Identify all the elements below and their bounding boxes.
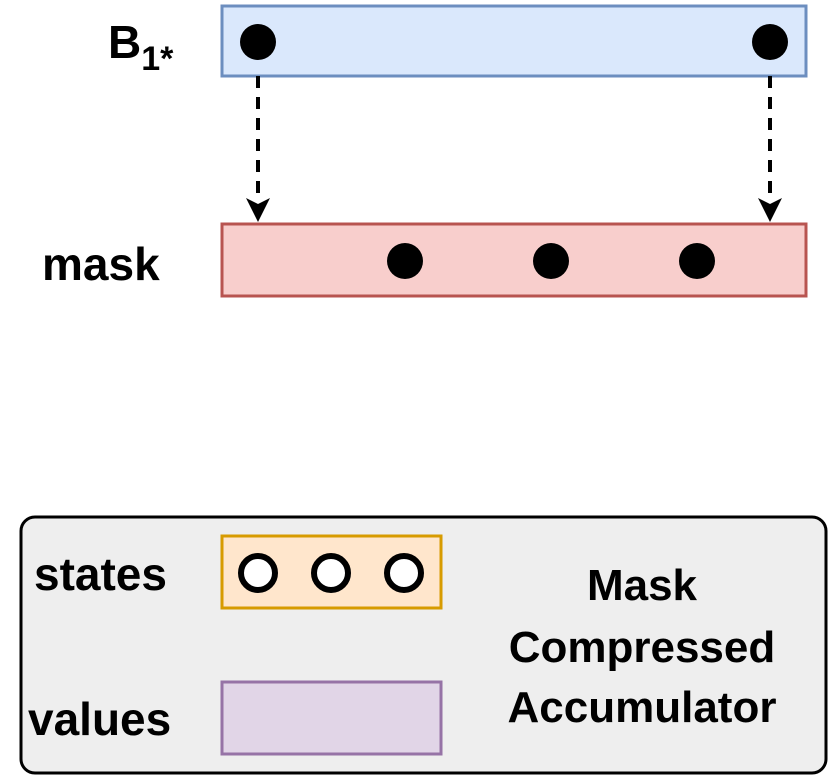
- state-circle: [384, 553, 424, 593]
- title-line-1: Mask: [587, 561, 698, 610]
- arrowhead-left: [246, 198, 270, 222]
- b1-label-subscript: 1*: [141, 40, 174, 78]
- mask-dot: [533, 243, 569, 279]
- arrowhead-right: [758, 198, 782, 222]
- states-label: states: [34, 548, 167, 600]
- mask-dot: [679, 243, 715, 279]
- b1-row-label: B1*: [108, 16, 174, 78]
- b1-dot: [752, 24, 788, 60]
- state-circle: [238, 553, 278, 593]
- title-line-2: Compressed: [509, 623, 776, 672]
- values-label: values: [28, 693, 171, 745]
- values-box: [220, 680, 443, 756]
- mask-row-label: mask: [42, 238, 160, 290]
- mask-dot: [387, 243, 423, 279]
- state-circle: [311, 553, 351, 593]
- mask-bar: [220, 222, 808, 298]
- title-line-3: Accumulator: [508, 683, 777, 732]
- b1-bar: [220, 4, 808, 78]
- b1-label-main: B: [108, 16, 141, 68]
- b1-dot: [240, 24, 276, 60]
